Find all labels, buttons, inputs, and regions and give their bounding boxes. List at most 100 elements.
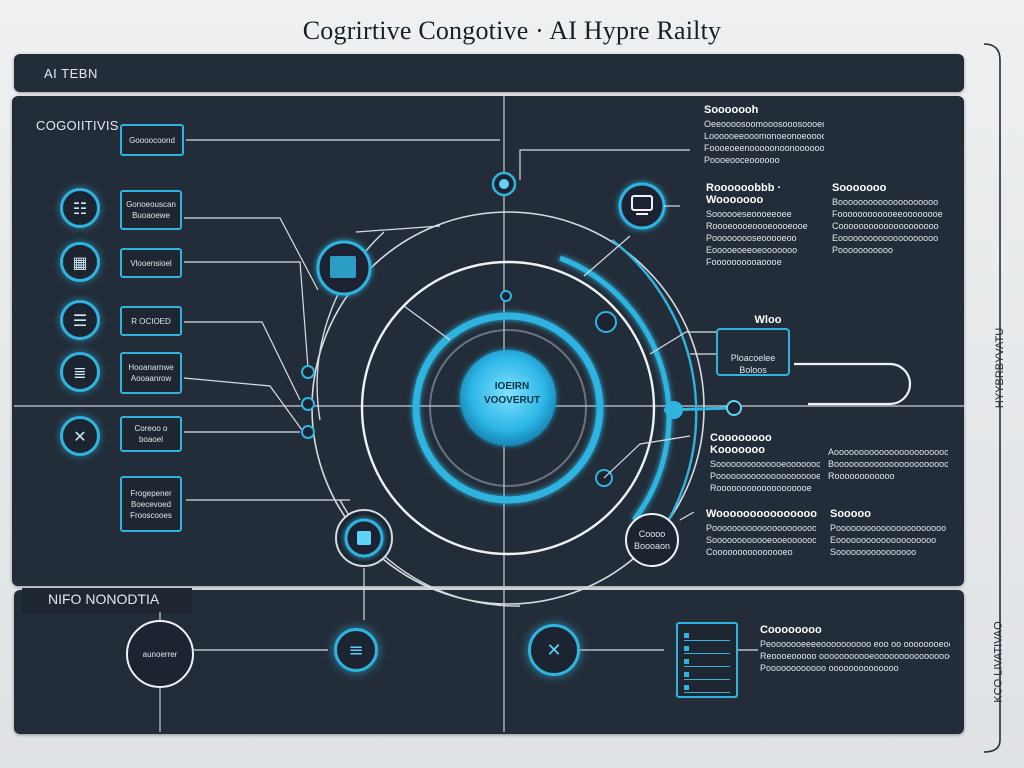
text-connectors	[355, 149, 695, 521]
inner-orbit-shadow	[429, 329, 587, 487]
middle-orbit	[360, 260, 656, 556]
orbit-label-line: Boooaon	[633, 541, 671, 551]
left-node-label: Gonoeouscan	[126, 200, 176, 209]
right-box: Ploacoelee Boloos	[716, 328, 790, 376]
text-block-line: Reoooeooooo ooooooooooeoooooooooooooooo	[760, 651, 950, 661]
hub-label-line1: IOEIRN	[494, 381, 530, 392]
connector-line	[583, 235, 631, 277]
report-icon: ≣	[73, 362, 87, 382]
connector-line	[519, 149, 690, 180]
connector-line	[649, 331, 716, 355]
orbit-label-line: Coooo	[638, 529, 666, 539]
chip-icon	[357, 531, 371, 545]
text-block-line: Aooooooooooooooooooooooooooo	[828, 447, 948, 457]
text-block-line: Foooooooooooeeoooooooe	[832, 209, 943, 219]
text-block-line: Peooooooeeeeoooooooooo eoo oo oooooooeoo	[760, 639, 950, 649]
left-node-label: R OCIOED	[131, 316, 171, 326]
section-label: COGOIITIVIS	[36, 118, 119, 133]
left-node-label: Goooocoond	[129, 135, 175, 145]
device-icon	[330, 256, 356, 278]
text-block-heading: Wooooooooooooooo	[706, 508, 817, 520]
bottom-node-0: aunoerrer	[126, 620, 194, 688]
header-bar-label: AI TEBN	[44, 66, 98, 81]
left-node-label: Hooanarnwe	[128, 363, 174, 372]
checklist-bullet	[684, 671, 689, 677]
checklist-bullet	[684, 658, 689, 664]
text-block-line: Soooooeseoooeeoee	[706, 209, 792, 219]
text-block-line: Eoooooooooooooooooooo	[830, 535, 937, 545]
text-block-heading: Coooooooo Kooooooo	[710, 432, 772, 456]
left-node-label: boaoel	[138, 435, 164, 444]
junction-dot	[595, 311, 617, 333]
left-node-box: Vlooensioel	[120, 248, 182, 278]
junction-dot	[500, 290, 512, 302]
left-node-box: R OCIOED	[120, 306, 182, 336]
left-node-label: Frooscooes	[130, 510, 172, 520]
hub-label-line2: VOOVERUT	[483, 395, 541, 406]
hub-label: IOEIRN VOOVERUT	[464, 368, 560, 422]
header-bar	[14, 54, 964, 92]
bottom-node-1: ≡	[334, 628, 378, 672]
junction-dot	[301, 397, 315, 411]
checklist-row	[684, 643, 730, 654]
left-node-box: Goooocoond	[120, 124, 184, 156]
connector-line	[184, 321, 301, 401]
calendar-icon: ☰	[72, 310, 88, 330]
right-box-line1: Ploacoelee	[730, 353, 776, 363]
text-block-heading: Sooooooh	[704, 104, 759, 116]
text-block-line: Soooooooooooooeoooooooo	[710, 459, 820, 469]
checklist-row	[684, 656, 730, 667]
right-connector	[649, 331, 912, 419]
junction-dot	[301, 425, 315, 439]
text-block-heading: Sooooo	[830, 508, 871, 520]
text-block-line: Foooeoeenooooonoonoooooooo	[704, 143, 824, 153]
checklist-bullet	[684, 632, 689, 638]
calendar-icon-circle: ☰	[60, 300, 100, 340]
text-block-line: Rooooooooooooooooooe	[710, 483, 812, 493]
left-node-label: Boecevoed	[130, 499, 172, 509]
text-block-line: Eooooeoeeoeooooooo	[706, 245, 798, 255]
connector-line	[603, 435, 691, 479]
connector-line	[183, 377, 303, 431]
connector-knob	[665, 401, 683, 419]
junction-dot	[301, 365, 315, 379]
text-block-line: Coooooooooooooooooooo	[832, 221, 939, 231]
connector-line	[184, 217, 319, 291]
checklist-bullet	[684, 684, 689, 690]
text-block-line: Pooooooooseooooeoo	[706, 233, 797, 243]
text-block-line: Soooooooooooeooeoooooo	[706, 535, 816, 545]
checklist-row	[684, 669, 730, 680]
bottom-section-label: NIFO NONODTIA	[22, 588, 192, 614]
close-x-icon-circle: ✕	[60, 416, 100, 456]
accent-arc-outer	[611, 239, 698, 561]
checklist-row	[684, 682, 730, 693]
page-title: Cogrirtive Congotive · AI Hypre Railty	[302, 16, 722, 45]
document-icon: ☷	[72, 198, 88, 218]
left-node-label: Aooaanrow	[130, 374, 172, 383]
map-icon: ▦	[72, 252, 88, 272]
inner-orbit	[412, 312, 604, 504]
lower-right-orbit-node	[625, 513, 679, 567]
left-node-label: Frogepener	[130, 488, 172, 498]
text-block: AoooooooooooooooooooooooooooBooooooooooo…	[828, 446, 948, 482]
left-node-label: Buoaoewe	[132, 211, 170, 220]
left-connectors	[183, 139, 500, 501]
left-node-box: Coreoo o boaoel	[120, 416, 182, 452]
text-block-line: Pooooooooooooooooooooe	[710, 471, 820, 481]
top-node-core	[499, 179, 509, 189]
left-node-label: Coreoo o	[134, 424, 168, 433]
monitor-icon	[631, 195, 653, 211]
left-node-label: Vlooensioel	[130, 258, 172, 268]
text-block-line: Eoooooooooooooooooooo	[832, 233, 939, 243]
text-block-heading: Roooooobbb · Wooooooo	[706, 182, 782, 206]
connector-line	[184, 261, 309, 369]
chip-node	[335, 509, 393, 620]
